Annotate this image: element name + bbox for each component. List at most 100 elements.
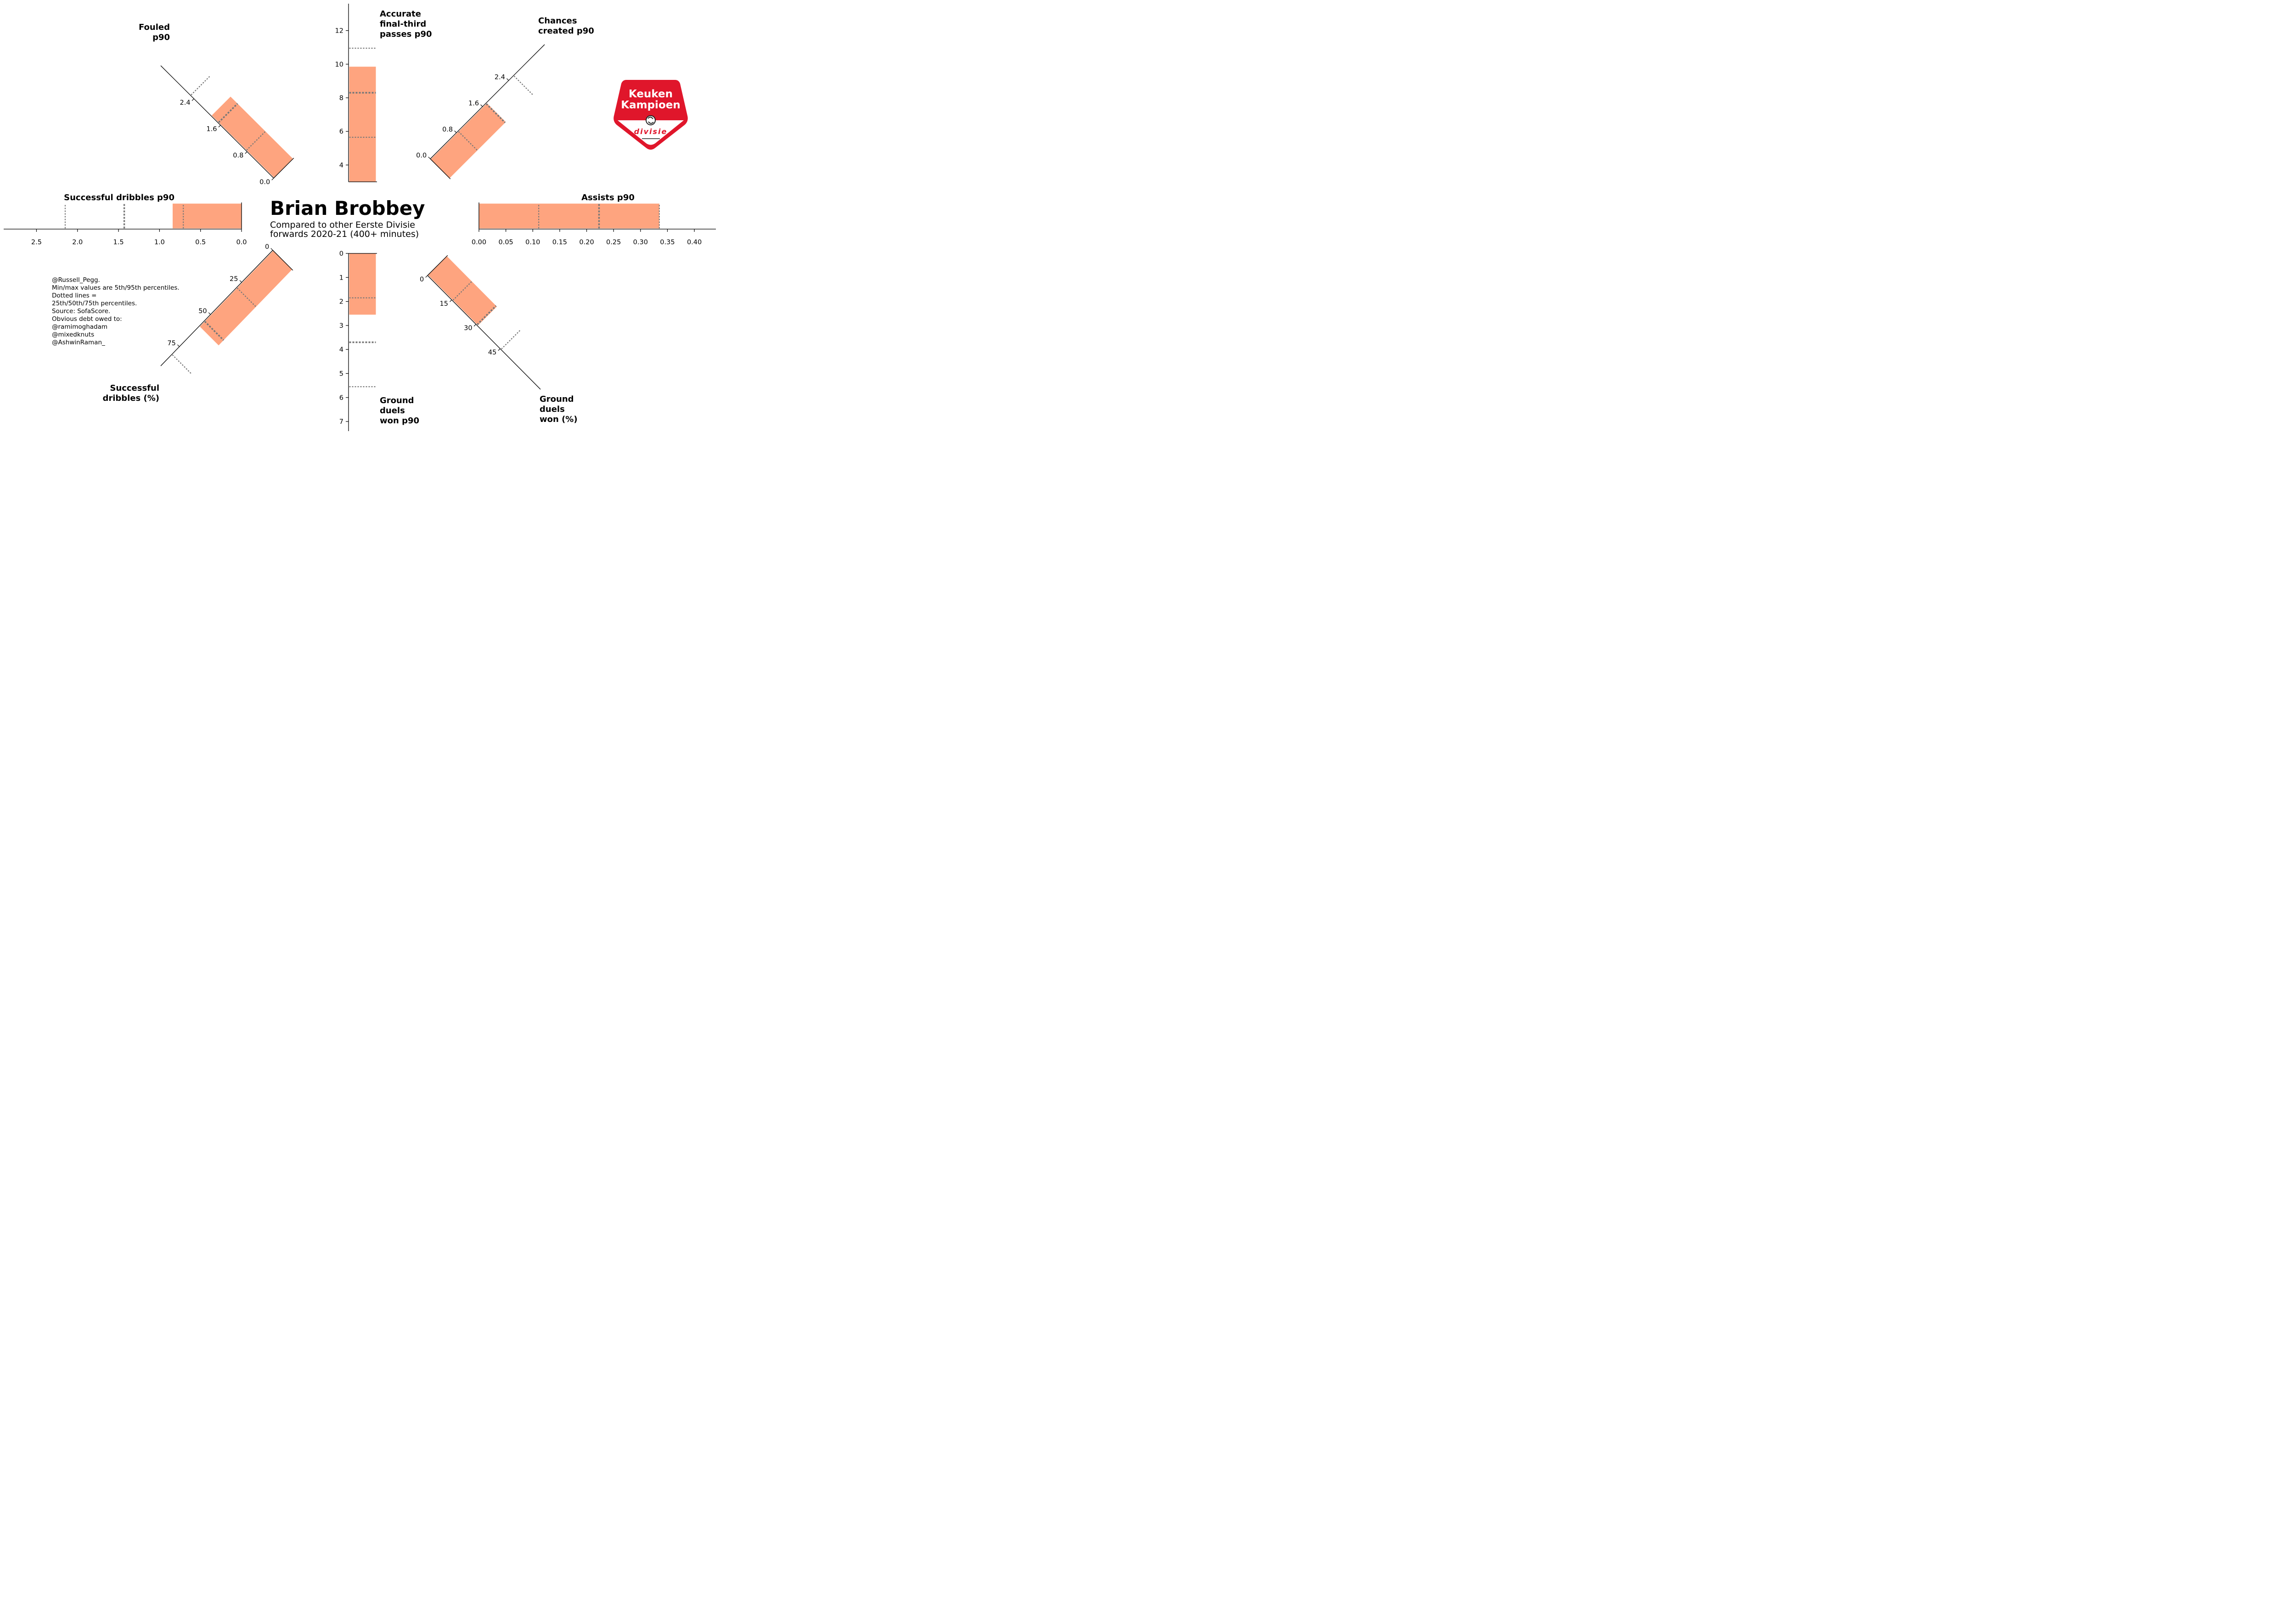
percentile-line-p25 bbox=[458, 131, 478, 151]
metric-label: duels bbox=[380, 406, 405, 415]
logo-ball-swirl-icon bbox=[647, 117, 654, 124]
metric-label: p90 bbox=[152, 33, 170, 42]
percentile-line-p50 bbox=[204, 320, 225, 341]
axis-tick bbox=[428, 157, 431, 159]
percentile-line-p25 bbox=[246, 131, 266, 151]
tick-label: 15 bbox=[439, 300, 448, 308]
percentile-line-p25 bbox=[236, 287, 257, 308]
logo-text-line-3: divisie bbox=[634, 127, 668, 136]
tick-label: 1.6 bbox=[206, 125, 217, 133]
metric-label: won (%) bbox=[540, 415, 578, 424]
axis-tick bbox=[425, 275, 428, 278]
tick-label: 5 bbox=[339, 370, 343, 377]
bar bbox=[479, 203, 659, 229]
axis-tick bbox=[218, 125, 221, 128]
credits-line: 25th/50th/75th percentiles. bbox=[52, 300, 137, 307]
tick-label: 2.4 bbox=[495, 73, 505, 81]
tick-label: 10 bbox=[335, 61, 343, 68]
axis-line bbox=[160, 250, 273, 366]
metric-label: Successful bbox=[110, 383, 159, 393]
bar bbox=[349, 253, 376, 315]
credits-line: Dotted lines = bbox=[52, 292, 96, 299]
metric-label: dribbles (%) bbox=[102, 393, 159, 403]
axis-tick bbox=[177, 344, 180, 347]
metric-label: Assists p90 bbox=[581, 193, 635, 202]
metric-label: Accurate bbox=[380, 9, 421, 19]
metric-label: duels bbox=[540, 404, 565, 414]
tick-label: 0.05 bbox=[498, 239, 513, 246]
tick-label: 3 bbox=[339, 322, 343, 330]
axis-tick bbox=[498, 348, 501, 351]
percentile-line-p75 bbox=[172, 354, 192, 374]
bar bbox=[172, 203, 242, 229]
tick-label: 0.00 bbox=[472, 239, 486, 246]
axis-tick bbox=[473, 324, 476, 326]
tick-label: 75 bbox=[167, 340, 175, 347]
percentile-line-p75 bbox=[513, 75, 534, 95]
tick-label: 2.0 bbox=[72, 239, 83, 246]
axis-line bbox=[430, 44, 545, 159]
metric-label: won p90 bbox=[380, 416, 419, 426]
credits-line: @ramimoghadam bbox=[52, 323, 107, 331]
tick-label: 0.0 bbox=[259, 179, 270, 186]
tick-label: 45 bbox=[488, 349, 496, 356]
percentile-line-p50 bbox=[218, 103, 238, 123]
logo-text-line-2: Kampioen bbox=[621, 99, 680, 111]
chart-title: Brian Brobbey bbox=[270, 197, 425, 219]
credits-line: Min/max values are 5th/95th percentiles. bbox=[52, 284, 180, 292]
percentile-line-p75 bbox=[191, 76, 210, 95]
tick-label: 4 bbox=[339, 346, 343, 354]
axis-baseline bbox=[272, 250, 293, 271]
tick-label: 4 bbox=[339, 162, 343, 169]
metric-label: final-third bbox=[380, 19, 426, 29]
percentile-line-p50 bbox=[477, 305, 497, 326]
tick-label: 0 bbox=[420, 276, 424, 283]
axis-baseline bbox=[427, 255, 448, 276]
tick-label: 0.0 bbox=[236, 239, 247, 246]
credits-note: @Russell_Pegg. Min/max values are 5th/95… bbox=[52, 276, 180, 346]
credits-line: Source: SofaScore. bbox=[52, 308, 110, 315]
tick-label: 0.10 bbox=[525, 239, 540, 246]
tick-label: 0 bbox=[339, 250, 343, 258]
axis-tick bbox=[480, 104, 483, 107]
tick-label: 1 bbox=[339, 274, 343, 281]
tick-label: 0.0 bbox=[416, 152, 427, 159]
bar bbox=[431, 103, 506, 179]
axis-baseline bbox=[430, 158, 451, 180]
percentile-line-p25 bbox=[452, 281, 473, 301]
bar bbox=[200, 251, 293, 346]
tick-label: 0.25 bbox=[606, 239, 621, 246]
tick-label: 0 bbox=[265, 243, 269, 251]
tick-label: 6 bbox=[339, 394, 343, 402]
tick-label: 0.5 bbox=[195, 239, 206, 246]
chart-subtitle-line-1: Compared to other Eerste Divisie bbox=[270, 220, 415, 230]
axis-tick bbox=[450, 299, 452, 302]
axis-tick bbox=[271, 178, 274, 180]
logo-shield-inner bbox=[618, 120, 684, 145]
metric-label: created p90 bbox=[538, 26, 594, 36]
bar bbox=[349, 67, 376, 182]
tick-label: 30 bbox=[464, 325, 472, 332]
bar bbox=[212, 96, 293, 178]
axis-baseline bbox=[273, 157, 294, 179]
tick-label: 0.20 bbox=[579, 239, 594, 246]
logo-shield bbox=[613, 80, 688, 150]
tick-label: 0.40 bbox=[687, 239, 702, 246]
tick-label: 1.0 bbox=[154, 239, 165, 246]
axis-line bbox=[427, 275, 541, 390]
league-logo: Keuken Kampioen divisie bbox=[613, 80, 688, 150]
axis-tick bbox=[270, 248, 273, 251]
tick-label: 25 bbox=[230, 275, 238, 283]
axis-tick bbox=[245, 151, 248, 154]
metric-label: Chances bbox=[538, 16, 577, 26]
metric-label: Ground bbox=[380, 396, 414, 405]
axis-tick bbox=[239, 280, 242, 283]
credits-line: @AshwinRaman_ bbox=[52, 339, 105, 346]
